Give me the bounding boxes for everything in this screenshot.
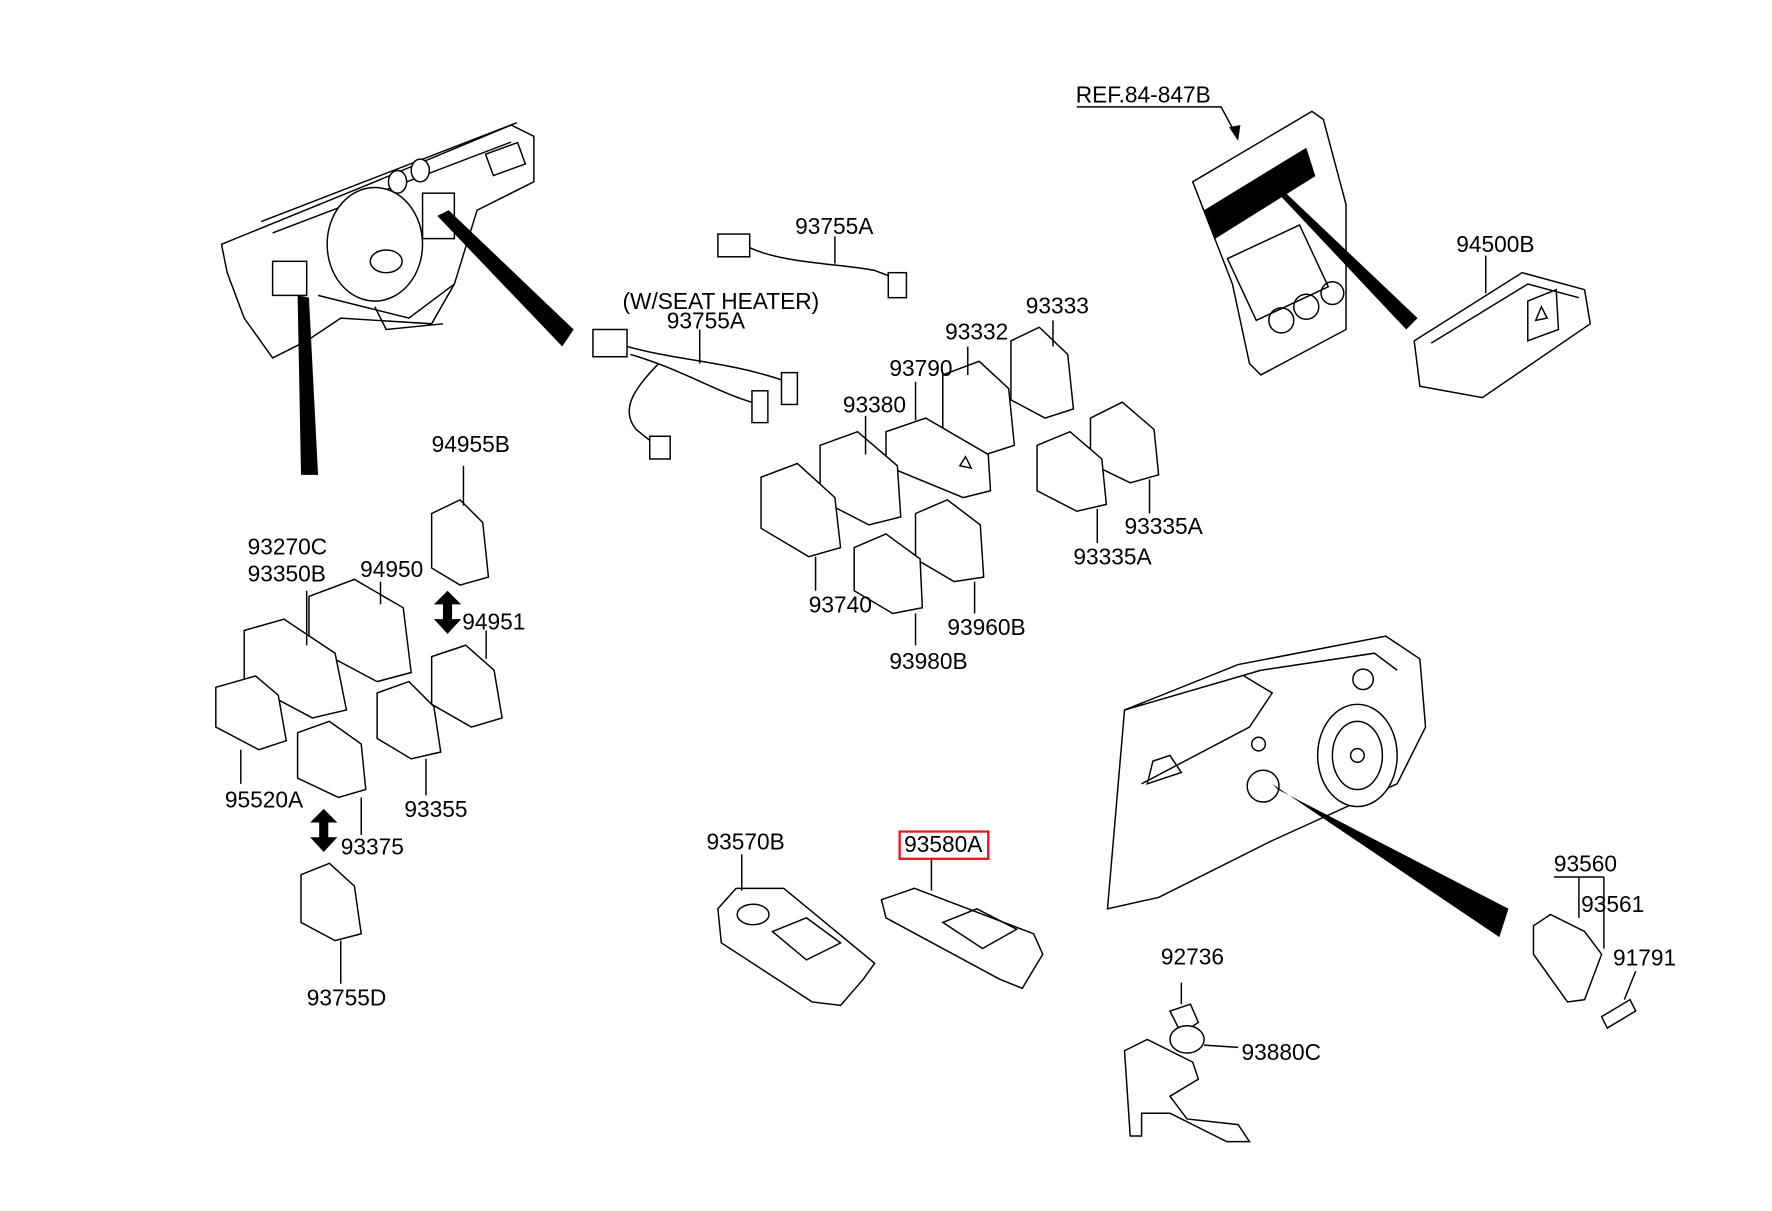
label-93980b[interactable]: 93980B xyxy=(889,648,967,674)
label-93580a[interactable]: 93580A xyxy=(904,831,983,857)
double-arrow-lower xyxy=(310,808,338,852)
label-93355[interactable]: 93355 xyxy=(404,796,467,822)
label-93740[interactable]: 93740 xyxy=(809,591,872,617)
label-94950[interactable]: 94950 xyxy=(360,556,423,582)
label-93570b[interactable]: 93570B xyxy=(707,829,785,855)
pointer-car xyxy=(1272,783,1509,938)
pointer-dash-center xyxy=(437,210,574,347)
label-95520a[interactable]: 95520A xyxy=(225,787,304,813)
label-93560[interactable]: 93560 xyxy=(1554,850,1617,876)
label-93880c[interactable]: 93880C xyxy=(1242,1039,1322,1065)
double-arrow-upper xyxy=(433,590,462,634)
label-93790[interactable]: 93790 xyxy=(889,355,952,381)
switch-cluster-center xyxy=(760,320,1160,646)
power-window-switch-93580a xyxy=(880,857,1044,990)
label-93960b[interactable]: 93960B xyxy=(947,614,1025,640)
harness-93755a xyxy=(717,233,908,299)
car-illustration xyxy=(1106,635,1427,910)
label-93375[interactable]: 93375 xyxy=(341,833,404,859)
label-93335a-left[interactable]: 93335A xyxy=(1073,544,1152,570)
label-93333[interactable]: 93333 xyxy=(1026,293,1089,319)
label-93755d[interactable]: 93755D xyxy=(307,984,387,1010)
label-93561[interactable]: 93561 xyxy=(1581,891,1644,917)
climate-control-unit xyxy=(1413,255,1592,399)
label-93350b[interactable]: 93350B xyxy=(248,561,326,587)
bracket-93880c xyxy=(1123,982,1251,1143)
harness-seat-heater xyxy=(592,328,799,460)
label-91791[interactable]: 91791 xyxy=(1613,945,1676,971)
highlight-box-93580a xyxy=(898,830,990,860)
label-93380[interactable]: 93380 xyxy=(843,391,906,417)
label-93332[interactable]: 93332 xyxy=(945,319,1008,345)
center-fascia-illustration xyxy=(1191,110,1347,376)
door-switch-93560 xyxy=(1532,876,1637,1030)
label-94951[interactable]: 94951 xyxy=(462,608,525,634)
label-93755a-seat[interactable]: 93755A xyxy=(667,307,746,333)
label-93270c[interactable]: 93270C xyxy=(248,533,328,559)
switch-group-left xyxy=(215,465,503,984)
label-93755a-top[interactable]: 93755A xyxy=(795,213,874,239)
pointer-fascia xyxy=(1277,190,1418,330)
label-94500b[interactable]: 94500B xyxy=(1456,231,1534,257)
ref-arrowhead xyxy=(1229,125,1241,141)
label-ref[interactable]: REF.84-847B xyxy=(1076,81,1211,107)
label-94955b[interactable]: 94955B xyxy=(432,431,510,457)
label-93335a-right[interactable]: 93335A xyxy=(1125,513,1204,539)
label-92736[interactable]: 92736 xyxy=(1161,943,1224,969)
power-window-switch-93570b xyxy=(717,854,876,1007)
pointer-dash-left xyxy=(297,295,319,475)
seat-heater-note: (W/SEAT HEATER) xyxy=(622,288,819,314)
